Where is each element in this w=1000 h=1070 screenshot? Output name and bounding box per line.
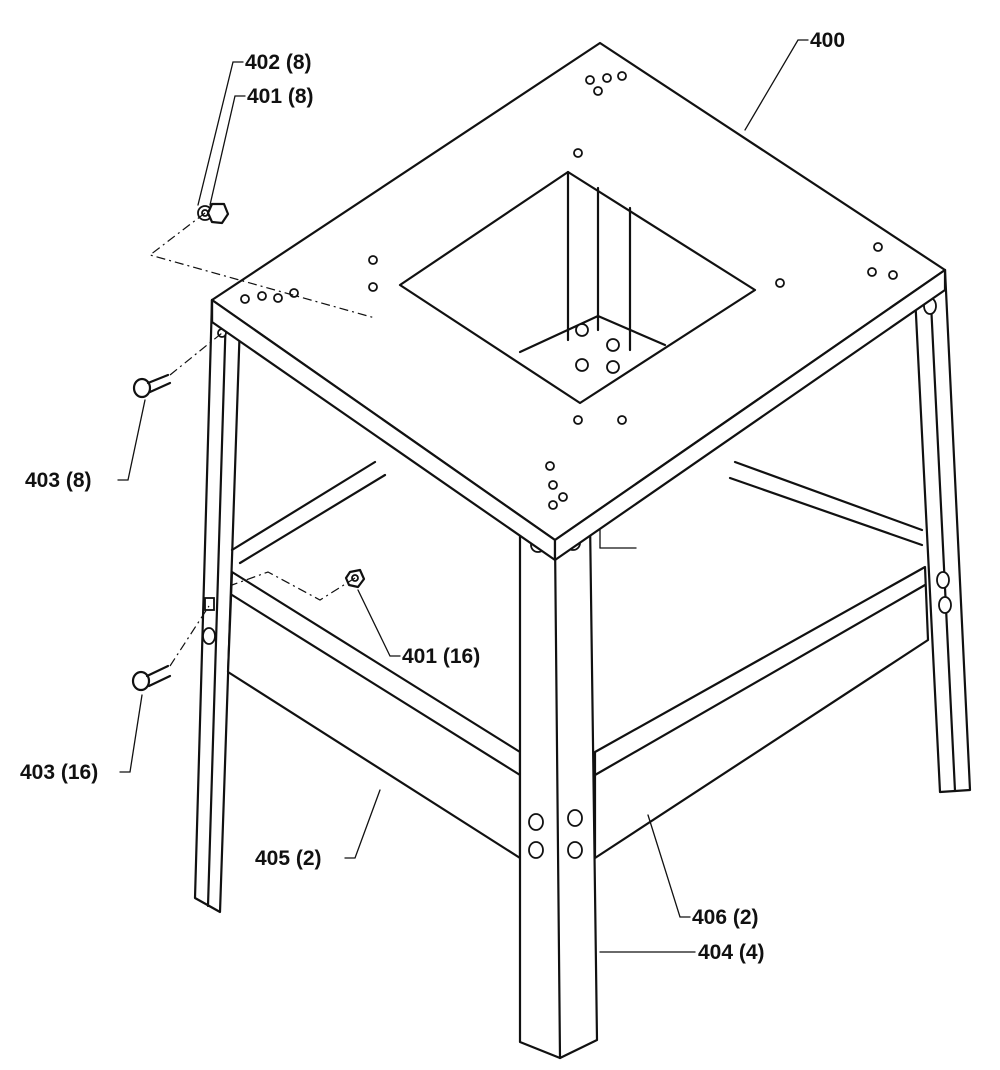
leader-lines: [117, 39, 809, 953]
assembly-lines: [148, 212, 376, 667]
callout-labels: 400 402 (8) 401 (8) 403 (8) 401 (16) 403…: [20, 29, 845, 964]
callout-403-lower: 403 (16): [20, 761, 98, 784]
callout-400: 400: [810, 29, 845, 52]
leg-front: [518, 518, 637, 1060]
callout-402: 402 (8): [245, 51, 312, 74]
callout-401-upper: 401 (8): [247, 85, 314, 108]
callout-406: 406 (2): [692, 906, 759, 929]
callout-403-upper: 403 (8): [25, 469, 92, 492]
callout-404: 404 (4): [698, 941, 765, 964]
bolt-403-lower: [131, 664, 172, 692]
table-top: [210, 41, 947, 562]
leg-back-right: [913, 268, 972, 794]
bolt-403-upper: [132, 373, 172, 399]
hardware-upper-nut-washer: [197, 202, 230, 225]
callout-405: 405 (2): [255, 847, 322, 870]
cross-braces: [230, 460, 924, 565]
stretcher-406-right: [593, 565, 930, 860]
stretcher-405-left: [226, 570, 522, 860]
callout-401-lower: 401 (16): [402, 645, 480, 668]
